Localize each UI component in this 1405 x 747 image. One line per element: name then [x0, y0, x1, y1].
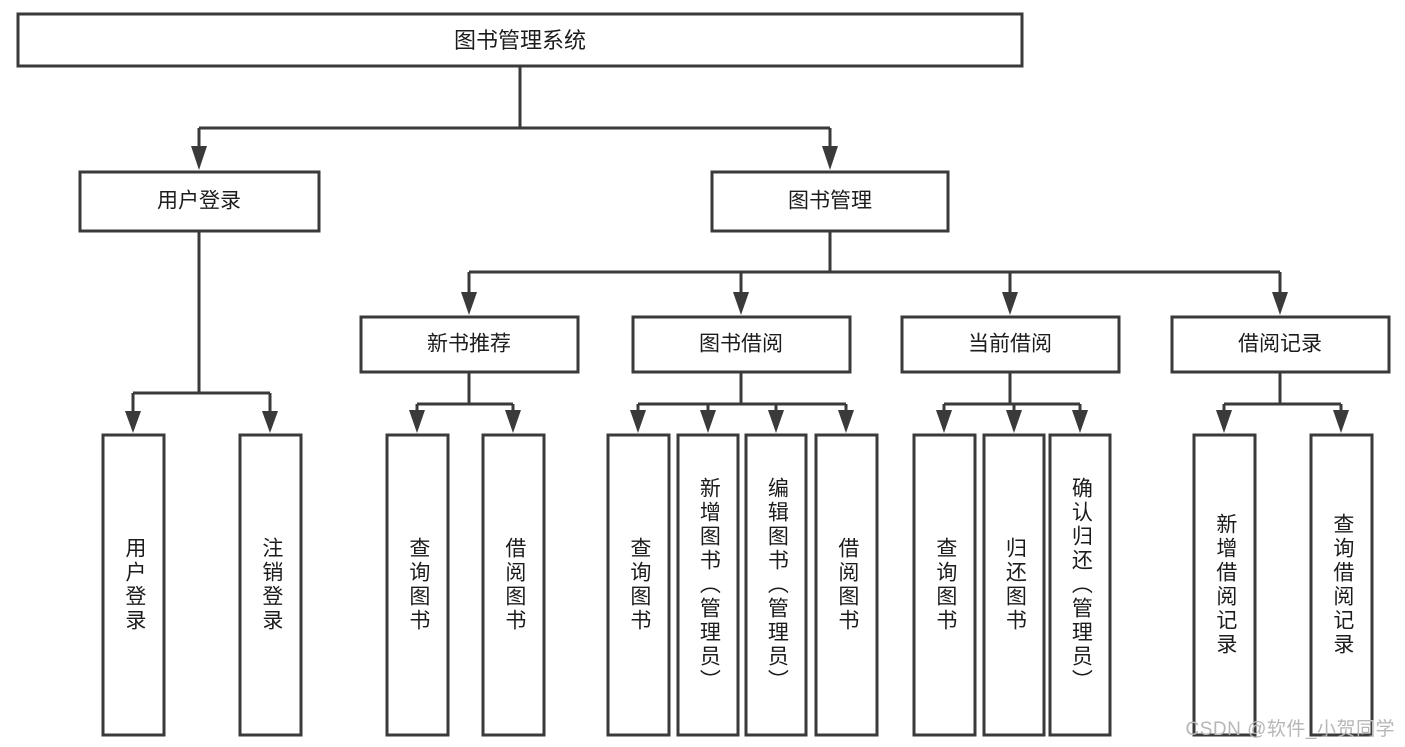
connector-group-root — [191, 66, 838, 170]
node-root-label: 图书管理系统 — [454, 28, 586, 53]
arrowhead-current-borrow-leaf-3 — [1072, 410, 1088, 433]
leaf-box-add-borrow-record[interactable] — [1192, 433, 1257, 737]
node-book-borrow-box[interactable] — [631, 315, 852, 374]
node-current-borrow[interactable]: 当前借阅 — [900, 315, 1121, 374]
node-book-management-label: 图书管理 — [788, 190, 872, 213]
arrowhead-user-login-leaf-1 — [125, 411, 141, 433]
node-new-book-recommend-box[interactable] — [359, 315, 580, 374]
connector-group-current-borrow — [936, 372, 1088, 433]
arrowhead-borrow-leaf-1 — [630, 410, 646, 433]
connector-group-book-mgmt — [461, 231, 1288, 315]
connector-group-new-book — [409, 372, 521, 433]
connector-group-user-login — [125, 231, 278, 433]
node-book-management[interactable]: 图书管理 — [710, 170, 950, 233]
node-book-management-box[interactable] — [710, 170, 950, 233]
node-book-borrow-label: 图书借阅 — [699, 333, 783, 356]
node-user-login-label: 用户登录 — [157, 190, 241, 213]
arrowhead-new-book-leaf-2 — [505, 410, 521, 433]
leaf-box-borrow-book[interactable] — [814, 433, 879, 737]
node-borrow-record-label: 借阅记录 — [1238, 333, 1322, 356]
arrowhead-current-borrow-leaf-2 — [1006, 410, 1022, 433]
leaf-box-query-book-newbook[interactable] — [385, 433, 450, 737]
node-root[interactable]: 图书管理系统 — [16, 12, 1024, 68]
arrowhead-current-borrow-leaf-1 — [936, 410, 952, 433]
node-new-book-recommend-label: 新书推荐 — [427, 333, 511, 356]
leaf-box-user-login[interactable] — [101, 433, 166, 737]
arrowhead-book-mgmt-to-borrow — [733, 292, 749, 315]
arrowhead-book-mgmt-to-record — [1272, 292, 1288, 315]
arrowhead-borrow-leaf-3 — [768, 410, 784, 433]
leaf-box-logout[interactable] — [238, 433, 303, 737]
arrowhead-borrow-record-leaf-1 — [1216, 410, 1232, 433]
node-user-login-box[interactable] — [78, 170, 321, 233]
csdn-watermark: CSDN @软件_小贺同学 — [1185, 719, 1395, 740]
arrowhead-root-to-book-mgmt — [822, 146, 838, 170]
arrowhead-user-login-leaf-2 — [262, 411, 278, 433]
node-current-borrow-box[interactable] — [900, 315, 1121, 374]
arrowhead-book-mgmt-to-new-book — [461, 292, 477, 315]
connector-group-borrow — [630, 372, 854, 433]
node-book-borrow[interactable]: 图书借阅 — [631, 315, 852, 374]
leaf-box-query-borrow-record[interactable] — [1309, 433, 1374, 737]
arrowhead-book-mgmt-to-current — [1002, 292, 1018, 315]
node-user-login[interactable]: 用户登录 — [78, 170, 321, 233]
arrowhead-borrow-leaf-2 — [700, 410, 716, 433]
leaf-box-query-book-borrow[interactable] — [606, 433, 671, 737]
leaf-box-add-book-admin[interactable] — [676, 433, 740, 737]
node-current-borrow-label: 当前借阅 — [968, 333, 1052, 356]
connector-group-borrow-record — [1216, 372, 1349, 433]
node-borrow-record[interactable]: 借阅记录 — [1170, 315, 1391, 374]
leaf-box-query-book-current[interactable] — [912, 433, 977, 737]
arrowhead-root-to-user-login — [191, 146, 207, 170]
node-root-box[interactable] — [16, 12, 1024, 68]
leaf-box-edit-book-admin[interactable] — [744, 433, 808, 737]
node-borrow-record-box[interactable] — [1170, 315, 1391, 374]
arrowhead-borrow-leaf-4 — [838, 410, 854, 433]
leaf-box-confirm-return-admin[interactable] — [1048, 433, 1112, 737]
arrowhead-new-book-leaf-1 — [409, 410, 425, 433]
node-new-book-recommend[interactable]: 新书推荐 — [359, 315, 580, 374]
leaf-box-return-book[interactable] — [982, 433, 1046, 737]
arrowhead-borrow-record-leaf-2 — [1333, 410, 1349, 433]
leaf-box-borrow-book-newbook[interactable] — [481, 433, 546, 737]
